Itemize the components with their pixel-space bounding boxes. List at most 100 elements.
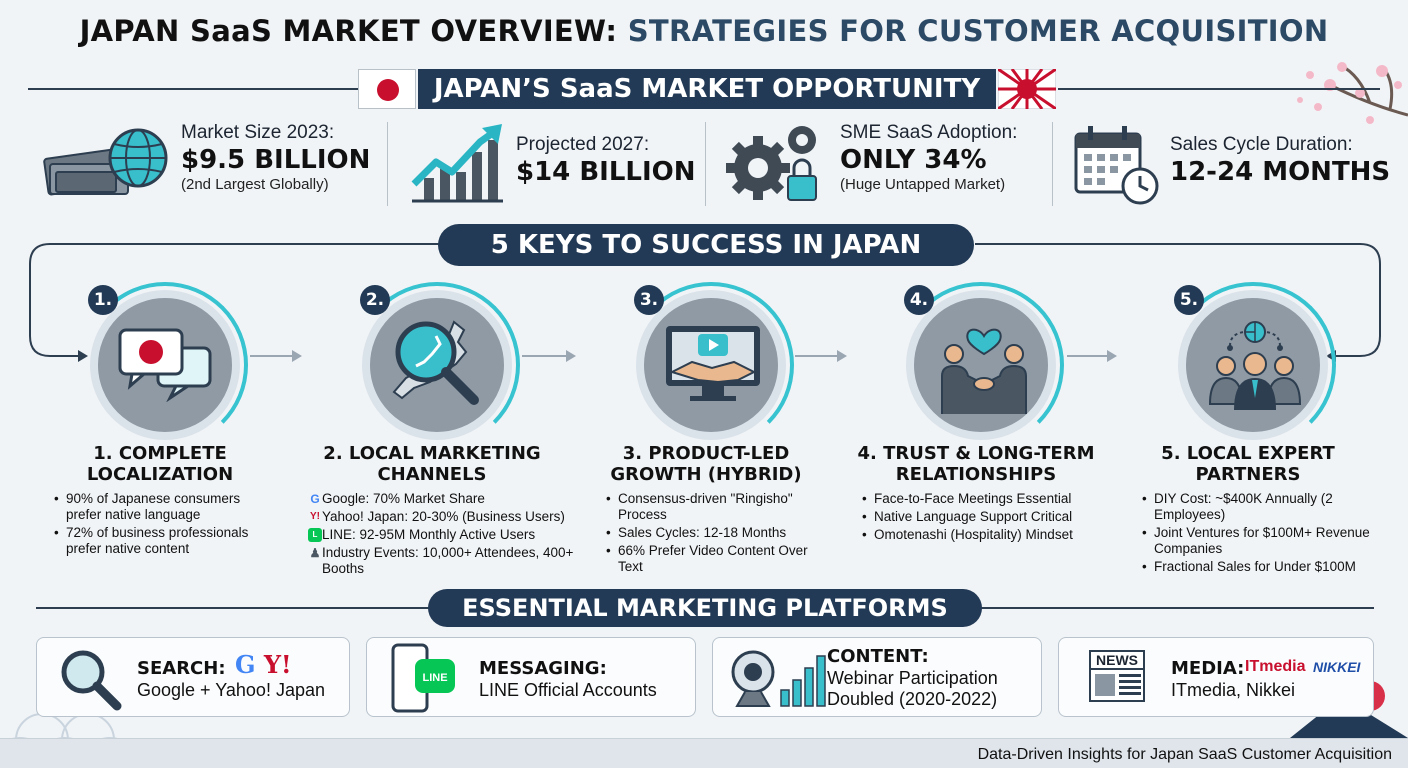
list-item: Y!Yahoo! Japan: 20-30% (Business Users) — [310, 509, 565, 524]
line-icon: L — [308, 528, 322, 542]
platform-media-card: NEWS MEDIA: ITmedia NIKKEI ITmedia, Nikk… — [1058, 637, 1374, 717]
google-icon: G — [310, 492, 320, 506]
opportunity-banner: JAPAN’S SaaS MARKET OPPORTUNITY — [418, 69, 996, 109]
webcam-chart-icon — [731, 650, 826, 707]
platform-title: MESSAGING: — [479, 658, 607, 679]
key-bullets: Consensus-driven "Ringisho" Process Sale… — [604, 491, 824, 577]
handshake-heart-icon — [941, 328, 1027, 414]
platform-content-card: CONTENT: Webinar Participation Doubled (… — [712, 637, 1042, 717]
keys-banner: 5 KEYS TO SUCCESS IN JAPAN — [438, 224, 974, 266]
japan-flag-icon — [358, 69, 416, 109]
platform-text: ITmedia, Nikkei — [1171, 680, 1296, 700]
key-ring — [628, 282, 794, 448]
money-globe-icon — [43, 128, 168, 196]
key-bullets: DIY Cost: ~$400K Annually (2 Employees) … — [1140, 491, 1376, 577]
stat-label: Market Size 2023: — [181, 122, 335, 143]
google-yahoo-logos: G Y! — [235, 650, 292, 679]
footer-bar: Data-Driven Insights for Japan SaaS Cust… — [0, 738, 1408, 768]
list-item: 72% of business professionals prefer nat… — [52, 525, 278, 557]
phone-line-icon: LINE — [391, 643, 455, 713]
stat-projected: Projected 2027: $14 BILLION — [516, 134, 696, 218]
calendar-clock-icon — [1074, 126, 1159, 205]
list-item: 66% Prefer Video Content Over Text — [604, 543, 824, 575]
key-ring — [1170, 282, 1336, 448]
newspaper-icon: NEWS — [1089, 650, 1145, 702]
stat-label: Sales Cycle Duration: — [1170, 134, 1353, 155]
divider — [705, 122, 706, 206]
platform-title: CONTENT: — [827, 646, 929, 667]
speech-bubbles-flag-icon — [118, 328, 212, 402]
list-item: Omotenashi (Hospitality) Mindset — [860, 527, 1100, 543]
key-icon-circle — [90, 290, 240, 440]
divider — [1052, 122, 1053, 206]
stat-note: (Huge Untapped Market) — [840, 176, 1006, 193]
arrow-connector — [522, 350, 576, 362]
gears-lock-icon — [726, 126, 817, 201]
itmedia-logo: ITmedia — [1245, 658, 1306, 675]
list-item: 90% of Japanese consumers prefer native … — [52, 491, 278, 523]
key-bullets: 90% of Japanese consumers prefer native … — [52, 491, 278, 559]
yahoo-icon: Y! — [310, 511, 320, 522]
stat-value: ONLY 34% — [840, 145, 987, 175]
divider-line — [980, 607, 1374, 609]
key-bullets: Face-to-Face Meetings Essential Native L… — [860, 491, 1100, 545]
arrow-connector — [795, 350, 847, 362]
key-icon-circle — [906, 290, 1056, 440]
platform-messaging-card: LINE MESSAGING: LINE Official Accounts — [366, 637, 696, 717]
handshake-video-icon — [666, 326, 760, 401]
key-icon-circle — [362, 290, 512, 440]
rising-sun-flag-icon — [998, 69, 1056, 109]
divider-line — [1058, 88, 1380, 90]
list-item: Joint Ventures for $100M+ Revenue Compan… — [1140, 525, 1376, 557]
key-ring — [354, 282, 520, 448]
nikkei-logo: NIKKEI — [1313, 659, 1361, 675]
arrow-connector — [1067, 350, 1117, 362]
list-item: Consensus-driven "Ringisho" Process — [604, 491, 824, 523]
search-icon — [61, 650, 122, 711]
platform-title: SEARCH: — [137, 658, 226, 679]
platform-text: LINE Official Accounts — [479, 680, 657, 700]
list-item: Fractional Sales for Under $100M — [1140, 559, 1376, 575]
divider-line — [36, 607, 436, 609]
stat-value: $9.5 BILLION — [181, 145, 371, 175]
list-item: Native Language Support Critical — [860, 509, 1100, 525]
key-icon-circle — [1178, 290, 1328, 440]
page-title: JAPAN SaaS MARKET OVERVIEW: STRATEGIES F… — [79, 14, 1329, 48]
key-number: 3. — [634, 285, 664, 315]
platform-text-line2: Doubled (2020-2022) — [827, 689, 998, 709]
key-number: 2. — [360, 285, 390, 315]
footer-text: Data-Driven Insights for Japan SaaS Cust… — [977, 746, 1392, 763]
stat-value: $14 BILLION — [516, 157, 696, 187]
divider — [387, 122, 388, 206]
svg-text:LINE: LINE — [422, 672, 447, 684]
stat-note: (2nd Largest Globally) — [181, 176, 329, 193]
growth-chart-icon — [411, 124, 503, 203]
magnifier-map-icon — [392, 320, 479, 405]
key-number: 1. — [88, 285, 118, 315]
stat-sme-adoption: SME SaaS Adoption: ONLY 34% (Huge Untapp… — [840, 122, 1017, 206]
divider-line — [28, 88, 358, 90]
platform-text: Google + Yahoo! Japan — [137, 680, 325, 700]
platform-text-line1: Webinar Participation — [827, 668, 998, 688]
key-number: 5. — [1174, 285, 1204, 315]
list-item: DIY Cost: ~$400K Annually (2 Employees) — [1140, 491, 1376, 523]
platform-title: MEDIA: — [1171, 658, 1245, 679]
event-people-icon: ♟ — [309, 546, 321, 560]
stat-sales-cycle: Sales Cycle Duration: 12-24 MONTHS — [1170, 134, 1390, 218]
list-item: Face-to-Face Meetings Essential — [860, 491, 1100, 507]
stat-value: 12-24 MONTHS — [1170, 157, 1391, 187]
stat-label: Projected 2027: — [516, 134, 650, 155]
key-number: 4. — [904, 285, 934, 315]
team-network-icon — [1208, 321, 1302, 410]
key-ring — [82, 282, 248, 448]
arrow-connector — [250, 350, 302, 362]
key-ring — [898, 282, 1064, 448]
platform-search-card: SEARCH: G Y! Google + Yahoo! Japan — [36, 637, 350, 717]
